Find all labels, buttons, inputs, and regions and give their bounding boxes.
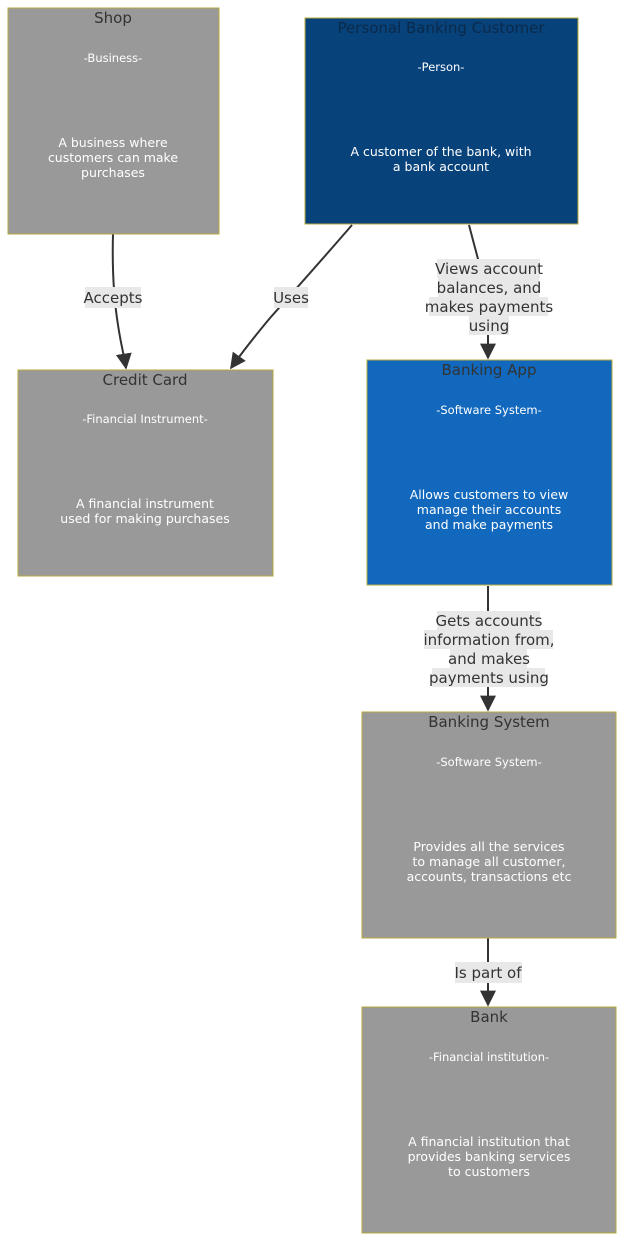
edge-label-line: payments using	[429, 669, 549, 687]
edge-label-part-of: Is part of	[455, 962, 523, 983]
node-credit-card[interactable]: Credit Card -Financial Instrument- A fin…	[17, 369, 274, 577]
node-desc-line: A financial institution that	[408, 1134, 570, 1149]
node-type: -Software System-	[436, 755, 542, 769]
node-desc-line: accounts, transactions etc	[407, 869, 572, 884]
node-bank[interactable]: Bank -Financial institution- A financial…	[361, 1006, 617, 1234]
edge-shop-to-credit-card	[111, 233, 132, 370]
edge-label-line: information from,	[423, 631, 554, 649]
node-title: Shop	[94, 9, 132, 27]
node-banking-system[interactable]: Banking System -Software System- Provide…	[361, 711, 617, 939]
node-desc-line: Provides all the services	[413, 839, 564, 854]
node-banking-app[interactable]: Banking App -Software System- Allows cus…	[366, 359, 613, 586]
node-title: Banking System	[428, 713, 550, 731]
node-title: Credit Card	[103, 371, 188, 389]
node-personal-banking-customer[interactable]: Personal Banking Customer -Person- A cus…	[304, 17, 579, 225]
node-title: Banking App	[442, 361, 537, 379]
node-desc-line: A business where	[58, 135, 168, 150]
node-type: -Financial Instrument-	[82, 412, 208, 426]
node-desc-line: A financial instrument	[76, 496, 214, 511]
node-title: Bank	[470, 1008, 508, 1026]
edge-label-line: Gets accounts	[436, 612, 543, 630]
node-desc-line: A customer of the bank, with	[350, 144, 531, 159]
edge-label-line: Is part of	[455, 964, 523, 982]
node-desc-line: used for making purchases	[60, 511, 229, 526]
node-desc-line: Allows customers to view	[410, 487, 569, 502]
node-desc-line: to customers	[448, 1164, 530, 1179]
edge-label-views: Views account balances, and makes paymen…	[425, 259, 554, 335]
edge-label-accepts: Accepts	[84, 287, 143, 308]
node-desc-line: purchases	[81, 165, 145, 180]
edge-label-line: balances, and	[437, 279, 542, 297]
node-shop[interactable]: Shop -Business- A business where custome…	[7, 7, 220, 235]
node-desc-line: provides banking services	[408, 1149, 571, 1164]
edge-label-line: and makes	[448, 650, 530, 668]
node-type: -Person-	[418, 60, 465, 74]
edge-label-line: Views account	[435, 260, 543, 278]
edge-label-line: Uses	[273, 289, 309, 307]
edge-label-gets: Gets accounts information from, and make…	[423, 611, 555, 687]
node-title: Personal Banking Customer	[337, 19, 545, 37]
edge-customer-to-credit-card	[230, 224, 353, 370]
edge-label-line: using	[469, 317, 510, 335]
edge-label-uses: Uses	[273, 287, 309, 308]
node-desc-line: to manage all customer,	[413, 854, 566, 869]
node-type: -Financial institution-	[429, 1050, 549, 1064]
node-desc-line: a bank account	[393, 159, 489, 174]
edge-label-line: makes payments	[425, 298, 554, 316]
node-type: -Business-	[84, 51, 143, 65]
node-desc-line: and make payments	[425, 517, 553, 532]
node-desc-line: manage their accounts	[417, 502, 561, 517]
edge-label-line: Accepts	[84, 289, 143, 307]
node-type: -Software System-	[436, 403, 542, 417]
node-desc-line: customers can make	[48, 150, 178, 165]
